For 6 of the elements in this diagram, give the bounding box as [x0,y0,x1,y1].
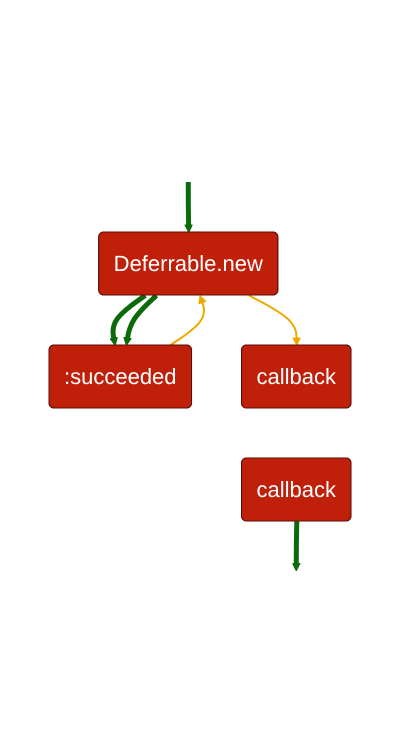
arrow [110,292,148,346]
arrow [292,520,302,571]
arrow [184,182,194,232]
arrow [249,294,302,346]
arrow [124,293,159,346]
arrow [170,294,208,346]
